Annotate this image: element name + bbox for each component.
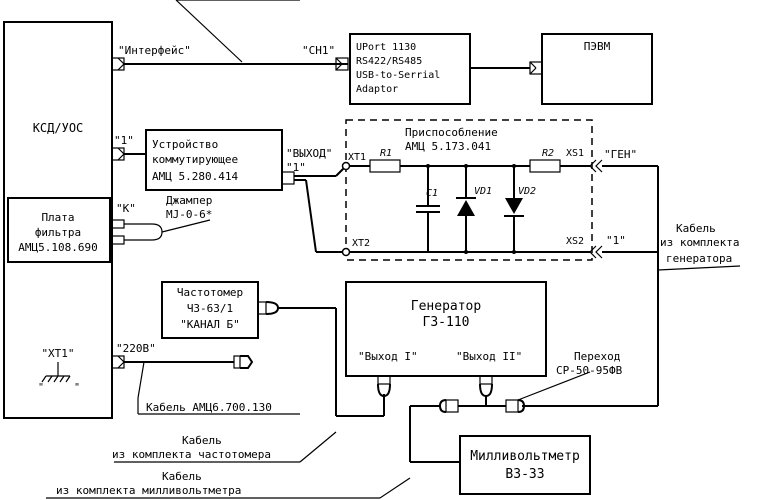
switch-line2: коммутирующее [152,153,238,166]
uport-line3: USB-to-Serrial [356,70,440,81]
cable-power-label: Кабель АМЦ6.700.130 [146,401,272,414]
filter-board-block: Плата фильтра АМЦ5.108.690 [7,197,111,263]
freq-line2: Ч3-63/1 [187,302,233,315]
freq-line1: Частотомер [177,286,243,299]
adapter-line1: Переход [574,350,621,363]
millivoltmeter-cable: Кабель из комплекта милливольтметра [46,405,460,499]
xt1-ground-terminal: "ХТ1" " " [38,347,80,393]
gen-model: Г3-110 [423,315,470,330]
vyhod-label: "ВЫХОД" [286,147,332,160]
freq-line3: "КАНАЛ Б" [180,318,240,331]
switch-line3: АМЦ 5.280.414 [152,170,238,183]
millivoltmeter-block: Милливольтметр В3-33 [459,435,591,495]
gen-out2-label: "Выход II" [456,350,522,363]
xs2-label: XS2 [566,236,584,247]
cable-mv-line2: из комплекта милливольтметра [56,484,241,497]
cable-mv-line1: Кабель [162,470,202,483]
fixture-line1: Приспособление [405,126,498,139]
adapter-tee: Переход СР-50-95ФВ [438,350,623,413]
vd1-label: VD1 [474,186,492,197]
cable-gen-line3: генератора [666,252,732,265]
pointer-line-top [175,0,243,63]
usb-connection [470,61,543,75]
gen-port2-label: "1" [606,234,626,247]
pc-title: ПЭВМ [584,40,611,53]
cable-freq-line1: Кабель [182,434,222,447]
k-label: "К" [116,202,136,215]
gen-out1-label: "Выход I" [358,350,418,363]
cable-freq-line2: из комплекта частотомера [112,448,271,461]
pc-block: ПЭВМ [541,33,653,105]
switch-line1: Устройство [152,138,218,151]
adapter-line2: СР-50-95ФВ [556,364,623,377]
mv-model: В3-33 [505,467,544,482]
power-connection: "220В" Кабель АМЦ6.700.130 [111,342,300,415]
uport-adapter-block: UPort 1130 RS422/RS485 USB-to-Serrial Ad… [349,33,471,105]
filter-board-line2: фильтра [35,226,81,239]
jumper-line1: Джампер [166,194,212,207]
generator-cable: Кабель из комплекта генератора [522,165,741,407]
cable-gen-line2: из комплекта [660,236,739,249]
jumper-connection: "К" Джампер MJ-0-6* [111,194,212,245]
uport-line1: UPort 1130 [356,42,416,53]
sn1-label: "СН1" [302,44,335,57]
uport-line2: RS422/RS485 [356,56,422,67]
vd2-label: VD2 [518,186,536,197]
xs1-label: XS1 [566,148,584,159]
v220-label: "220В" [116,342,156,355]
filter-board-line3: АМЦ5.108.690 [18,241,97,254]
gen-title: Генератор [411,299,482,314]
frequency-meter-block: Частотомер Ч3-63/1 "КАНАЛ Б" [161,281,280,339]
jumper-line2: MJ-0-6* [166,208,212,221]
cable-gen-line1: Кабель [676,222,716,235]
interface-connection: "Интерфейс" "СН1" [111,44,349,71]
filter-board-line1: Плата [41,211,74,224]
port-1-label: "1" [114,134,134,147]
switch-to-fixture-lines [281,165,347,253]
xt1-terminal-label: "ХТ1" [41,347,74,360]
interface-label: "Интерфейс" [118,44,191,57]
r2-label: R2 [542,148,554,159]
fixture-block: Приспособление АМЦ 5.173.041 ХТ1 R1 R2 X… [341,119,593,261]
xs-connectors: "ГЕН" "1" [589,148,637,259]
ksd-title: КСД/УОС [33,121,84,135]
xt2-label: ХТ2 [352,238,370,249]
generator-block: Генератор Г3-110 "Выход I" "Выход II" [345,281,547,398]
uport-line4: Adaptor [356,84,398,95]
r1-label: R1 [380,148,392,159]
port-1b-label: "1" [286,161,306,174]
c1-label: C1 [426,188,438,199]
switch-device-block: Устройство коммутирующее АМЦ 5.280.414 [145,129,283,191]
gen-port-label: "ГЕН" [604,148,637,161]
frequency-cable: Кабель из комплекта частотомера [112,307,385,463]
ksd-to-switch-connection: "1" [111,134,146,161]
ground-quote-left: " [38,382,44,393]
mv-title: Милливольтметр [470,449,580,464]
ground-quote-right: " [74,382,80,393]
xt1-label: ХТ1 [348,152,366,163]
fixture-line2: АМЦ 5.173.041 [405,140,491,153]
